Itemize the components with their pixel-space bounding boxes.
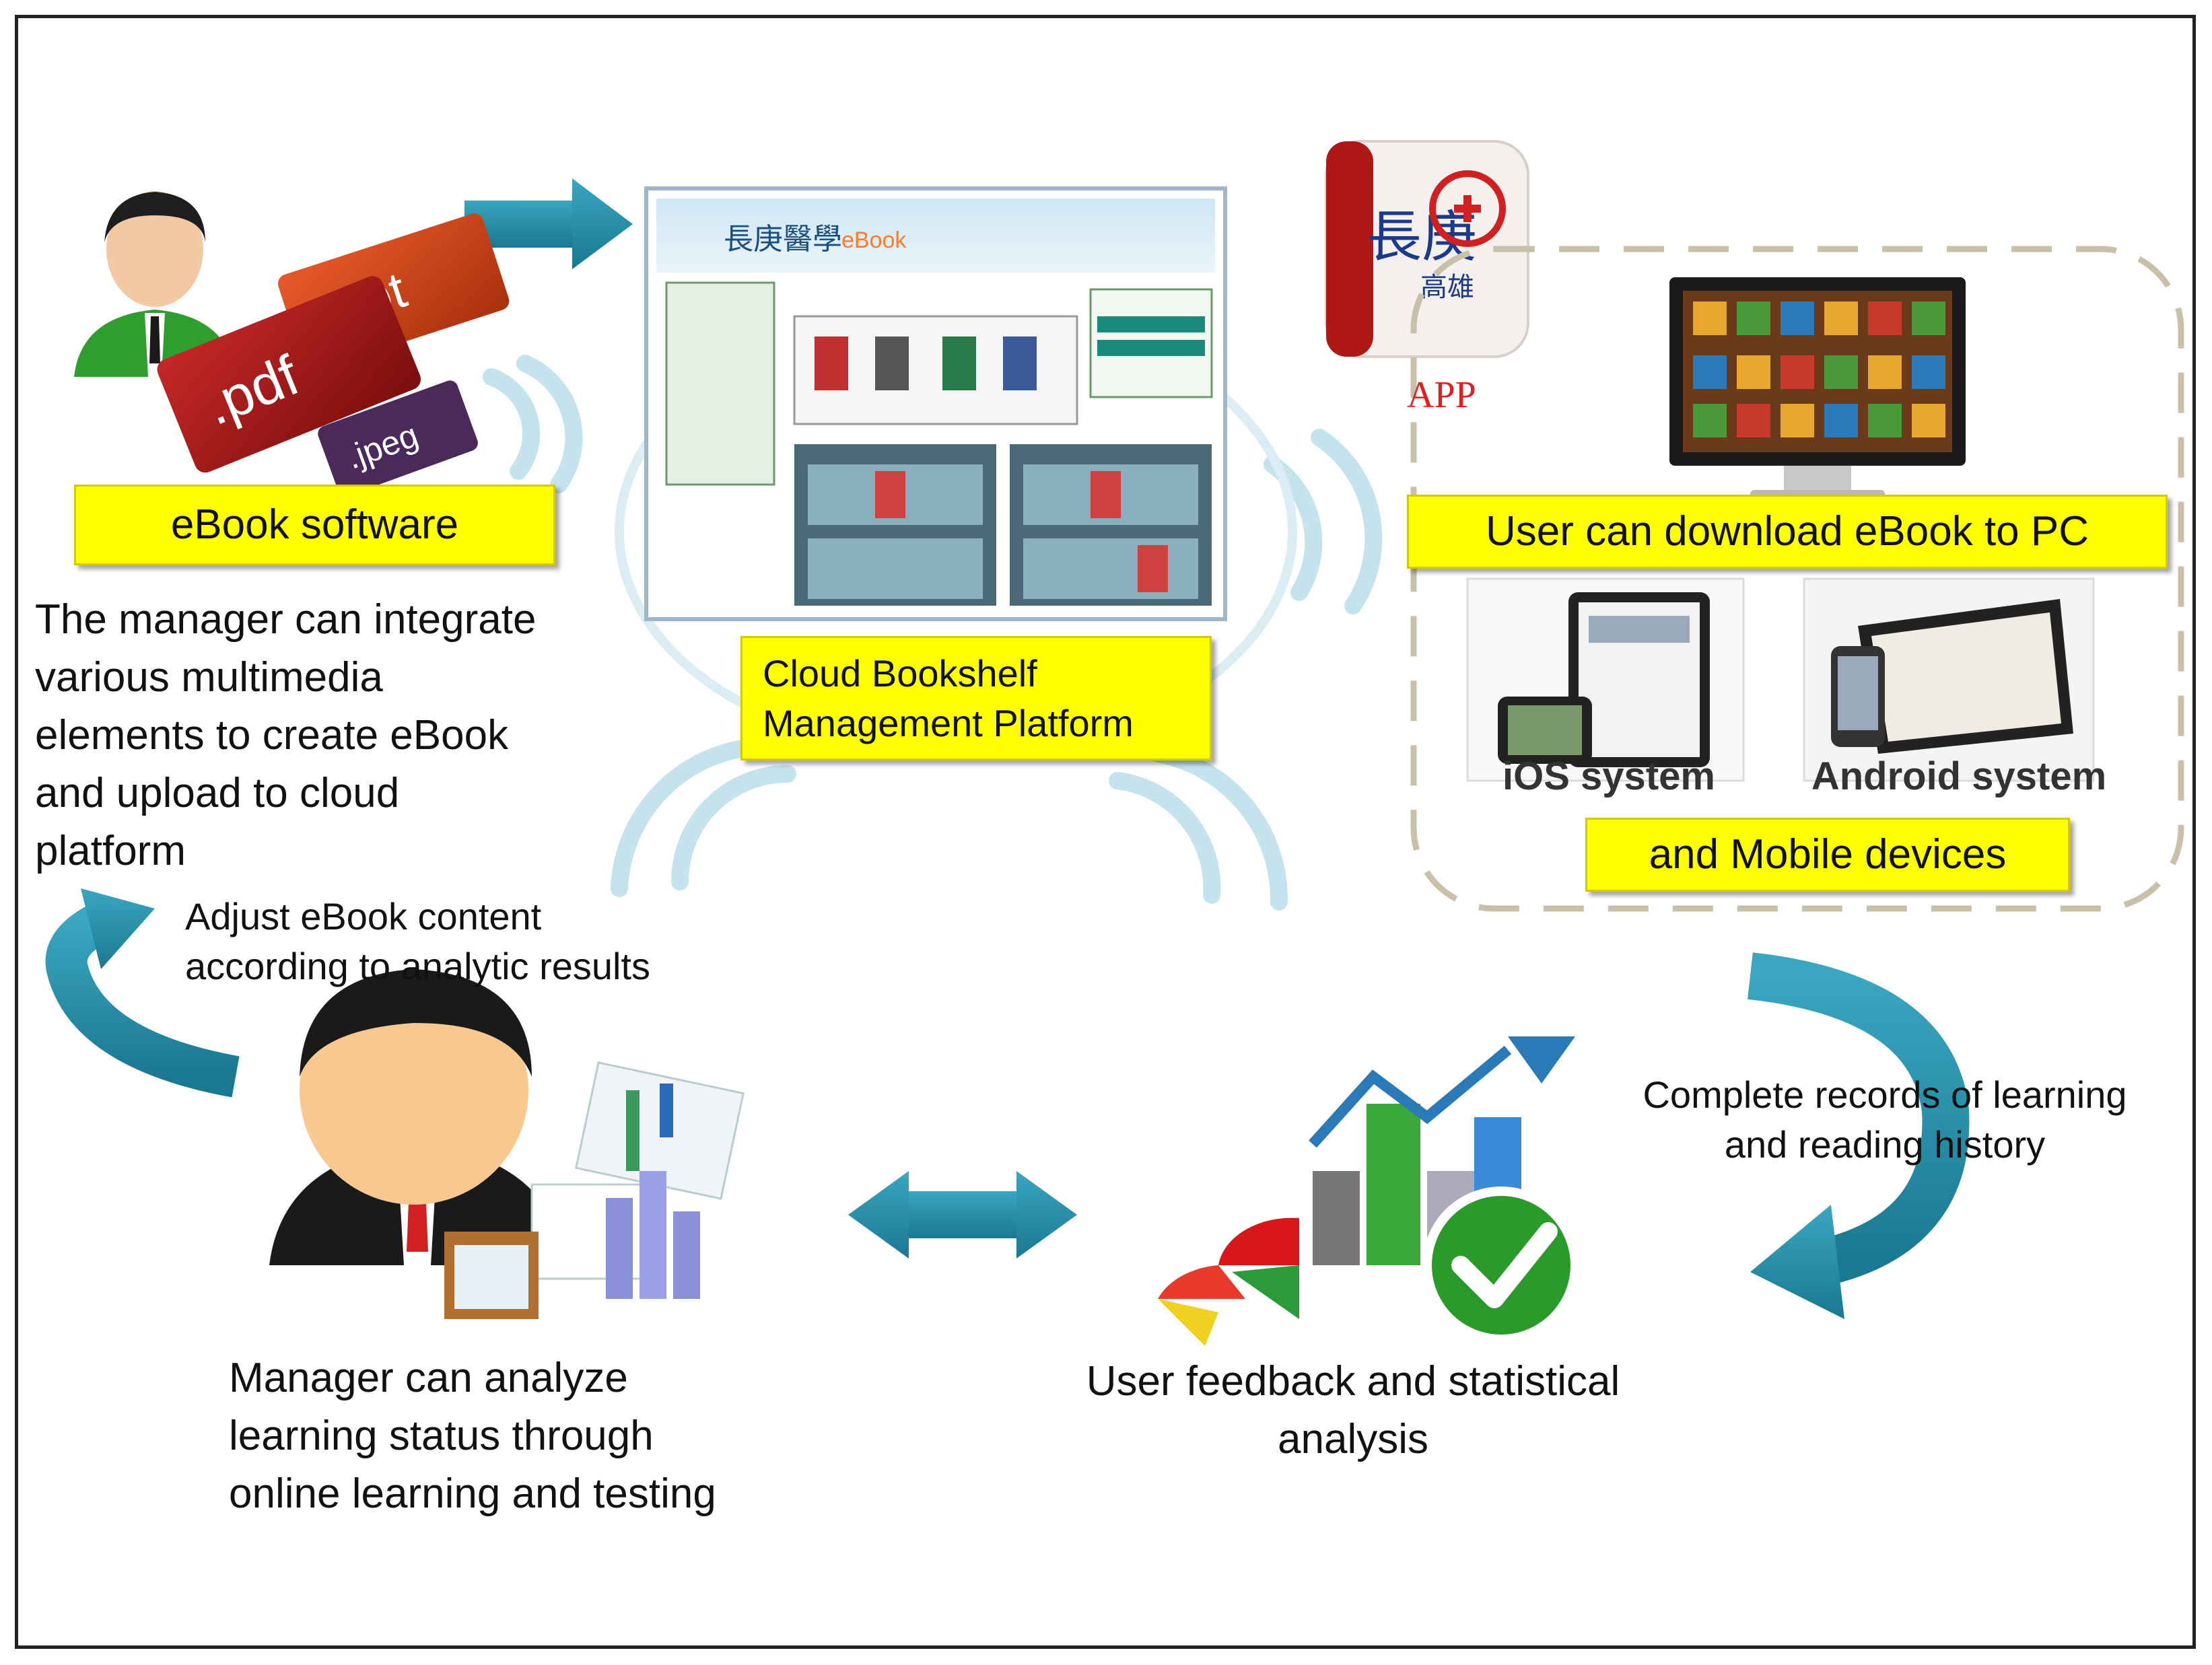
adjust-feedback-arrow: [45, 888, 240, 1098]
user-feedback-text: User feedback and statistical analysis: [1086, 1358, 1620, 1462]
download-pc-label: User can download eBook to PC: [1407, 495, 2168, 569]
uploader-person-icon: [74, 191, 236, 377]
ios-label: iOS system: [1502, 754, 1715, 798]
cloud-platform-text: Cloud Bookshelf Management Platform: [763, 651, 1134, 744]
pc-monitor-icon: [1669, 277, 1966, 499]
mobile-devices-text: and Mobile devices: [1649, 831, 2007, 878]
android-device-icon: [1803, 577, 2095, 782]
mobile-devices-label: and Mobile devices: [1585, 818, 2070, 892]
cloud-platform-label: Cloud Bookshelf Management Platform: [740, 636, 1212, 760]
manager-analyst-icon: [269, 969, 745, 1319]
file-type-icons: .ppt .pdf .jpeg: [157, 213, 510, 497]
figure-frame: [15, 15, 2196, 1649]
app-icon-subtext: 高雄: [1420, 272, 1474, 303]
platform-screenshot: 長庚醫學 eBook: [644, 186, 1227, 621]
adjust-text: Adjust eBook content according to analyt…: [185, 895, 651, 987]
complete-records-text: Complete records of learning and reading…: [1643, 1073, 2127, 1166]
ebook-software-text: eBook software: [170, 501, 459, 548]
brand-suffix: eBook: [841, 227, 907, 253]
app-label: APP: [1407, 374, 1476, 416]
ebook-software-label: eBook software: [74, 485, 555, 565]
bidirectional-arrow: [848, 1171, 1077, 1259]
devices-region: [1410, 246, 2184, 912]
download-pc-text: User can download eBook to PC: [1485, 508, 2089, 555]
app-icon: 長庚 高雄: [1325, 140, 1529, 358]
manager-analyze-text: Manager can analyze learning status thro…: [229, 1355, 716, 1517]
manager-integrate-text: The manager can integrate various multim…: [35, 596, 537, 874]
statistics-icon: [1158, 1036, 1580, 1346]
brand-title: 長庚醫學: [724, 222, 842, 256]
ios-device-icon: [1466, 577, 1745, 782]
records-flow-arrow: [1748, 952, 1970, 1319]
android-label: Android system: [1811, 754, 2107, 798]
